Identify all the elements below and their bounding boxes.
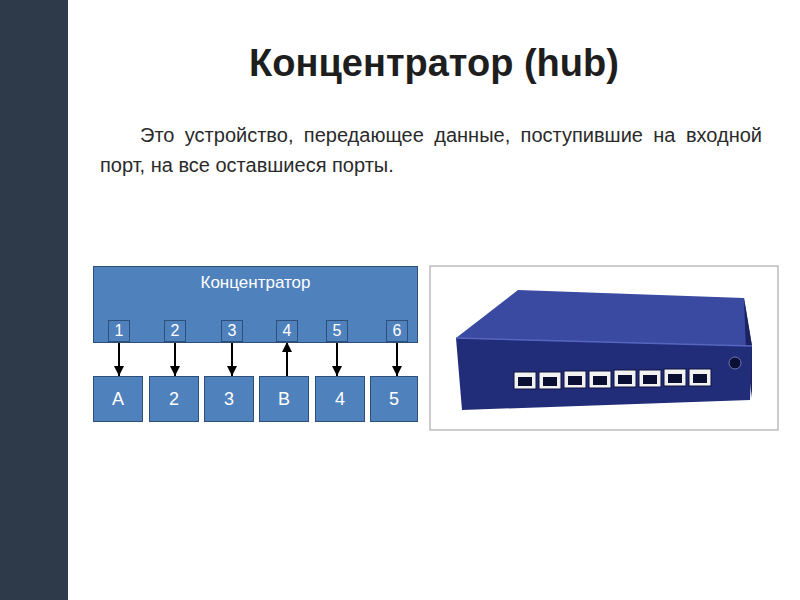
node-label: 1: [115, 322, 124, 340]
computer-box: 4: [315, 376, 365, 422]
node-label: 3: [224, 389, 234, 410]
hub-device: [456, 290, 752, 410]
port-box: 1: [108, 320, 130, 342]
hub-top: [456, 290, 752, 346]
node-label: A: [112, 389, 124, 410]
computer-box: A: [93, 376, 143, 422]
computer-box: 5: [370, 376, 418, 422]
body-text: Это устройство, передающее данные, посту…: [100, 120, 762, 180]
port-box: 3: [221, 320, 243, 342]
port-box: 4: [276, 320, 298, 342]
slide-title: Концентратор (hub): [68, 42, 800, 85]
port-jacks: [518, 374, 707, 386]
port-box: 6: [386, 320, 408, 342]
text-area: Это устройство, передающее данные, посту…: [100, 120, 762, 180]
node-label: 2: [169, 389, 179, 410]
node-label: 3: [228, 322, 237, 340]
hub-ports: [514, 369, 711, 389]
hub-box: Концентратор 1 2 3 4 5 6: [93, 266, 418, 343]
node-label: Концентратор: [201, 273, 311, 293]
arrow-connector: [174, 342, 176, 376]
side-bar: [0, 0, 68, 600]
computer-box: B: [259, 376, 309, 422]
photo-frame: [430, 266, 778, 430]
arrow-connector: [336, 342, 338, 376]
node-label: 4: [283, 322, 292, 340]
power-jack: [729, 357, 741, 369]
port-box: 5: [326, 320, 348, 342]
computer-box: 2: [149, 376, 199, 422]
node-label: 5: [389, 389, 399, 410]
arrow-connector: [118, 342, 120, 376]
node-label: 5: [333, 322, 342, 340]
hub-front: [456, 338, 752, 410]
computer-box: 3: [204, 376, 254, 422]
port-box: 2: [164, 320, 186, 342]
node-label: 4: [335, 389, 345, 410]
node-label: 6: [393, 322, 402, 340]
node-label: 2: [171, 322, 180, 340]
hub-edge: [456, 338, 752, 346]
arrow-connector: [286, 342, 288, 376]
arrow-connector: [396, 342, 398, 376]
arrow-connector: [231, 342, 233, 376]
node-label: B: [278, 389, 290, 410]
